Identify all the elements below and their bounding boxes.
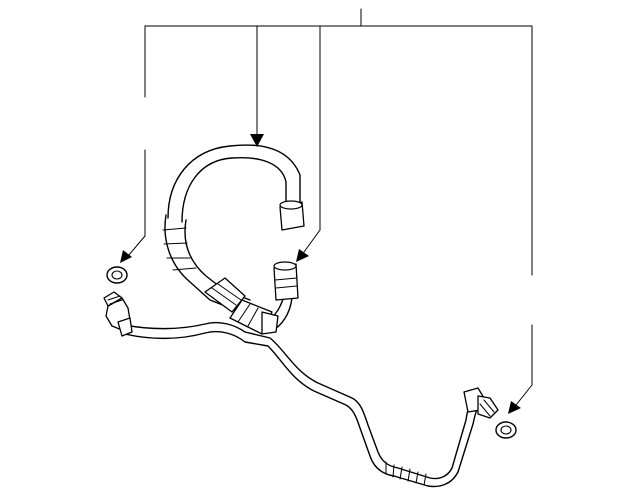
tube-fitting-left (103, 291, 133, 337)
callout-arrow-fitting (296, 249, 309, 262)
callout-arrow-washer-right (508, 401, 521, 414)
callout-arrow-hose (250, 134, 264, 147)
hose-fitting-right (273, 261, 299, 301)
tube-fitting-right (463, 387, 499, 419)
refrigerant-tube (124, 295, 485, 488)
washer-left (106, 266, 128, 284)
washer-right (495, 421, 517, 439)
discharge-hose (162, 144, 305, 335)
callout-arrow-washer-left (120, 250, 132, 263)
callout-leader-tree (127, 8, 533, 406)
